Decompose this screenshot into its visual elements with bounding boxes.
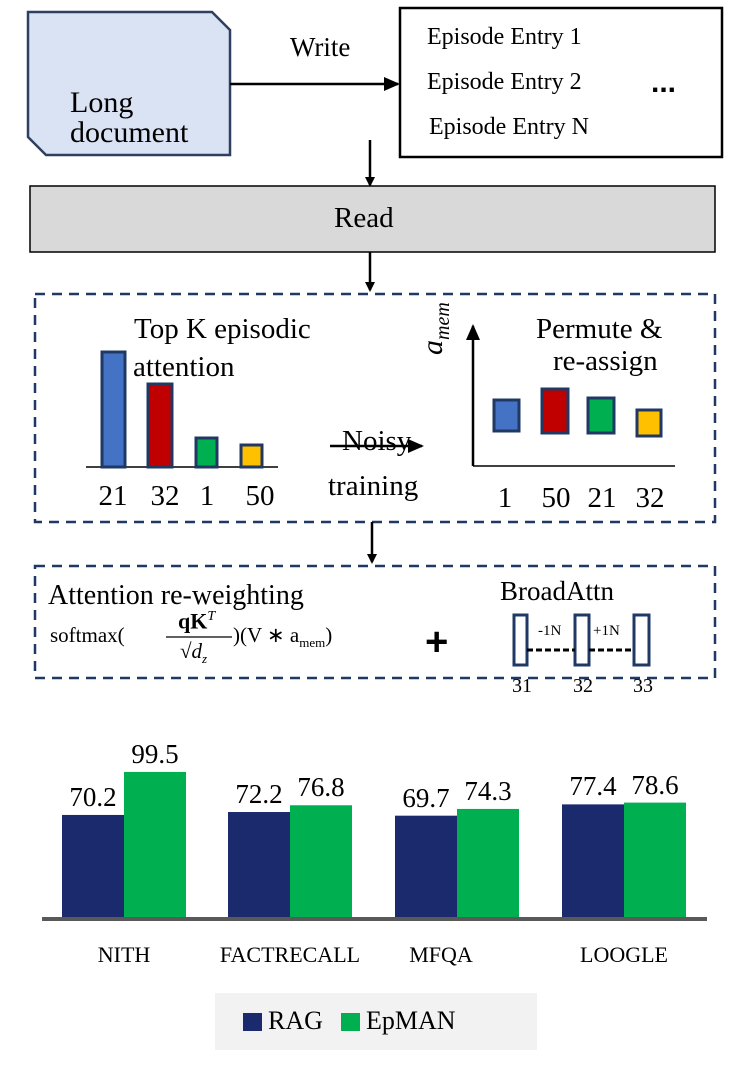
bar-50	[239, 443, 264, 469]
legend-box	[215, 993, 537, 1050]
right-id: 32	[635, 482, 665, 514]
value-label: 76.8	[297, 772, 345, 803]
bar-epman-factrecall	[290, 805, 352, 918]
value-label: 72.2	[235, 779, 283, 809]
token-31	[512, 613, 529, 667]
value-label: 77.4	[569, 771, 617, 802]
value-label: 69.7	[402, 782, 450, 813]
value-label: 70.2	[69, 781, 117, 812]
link-right-label: +1N	[593, 623, 620, 639]
value-label: 99.5	[131, 738, 179, 769]
left-id: 21	[98, 480, 128, 512]
category-label: LOOGLE	[580, 942, 668, 967]
token-33	[632, 613, 651, 667]
token-32	[573, 613, 591, 667]
category-label: MFQA	[409, 942, 473, 967]
position-label: 32	[573, 675, 593, 697]
right-title-2: re-assign	[553, 345, 658, 377]
episode-memory-box	[398, 6, 724, 159]
bar-21	[100, 350, 127, 469]
noisy-label: Noisy	[342, 425, 412, 457]
noisy-training-box	[33, 292, 717, 524]
read-box	[29, 185, 716, 253]
write-label: Write	[290, 32, 351, 62]
bar-r1	[492, 398, 521, 433]
bar-rag-factrecall	[228, 812, 290, 918]
value-label: 78.6	[631, 769, 679, 800]
long-document-shape	[26, 10, 232, 157]
right-id: 50	[541, 482, 571, 514]
episode-entry: Episode Entry N	[429, 114, 589, 140]
left-title-2: attention	[133, 351, 235, 383]
left-id: 1	[199, 480, 215, 512]
right-title-1: Permute &	[536, 313, 663, 345]
episode-entry: Episode Entry 2	[427, 69, 582, 95]
bar-32	[146, 382, 174, 469]
left-title-1: Top K episodic	[134, 313, 311, 345]
long-document-label: Long document	[70, 86, 189, 149]
left-id: 50	[245, 480, 275, 512]
ellipsis: ...	[651, 66, 677, 99]
bar-epman-nith	[124, 771, 186, 918]
bar-rag-loogle	[562, 804, 624, 918]
formula-denominator: √dz	[180, 639, 208, 667]
bar-epman-loogle	[624, 802, 686, 918]
legend-label-epman: EpMAN	[366, 1006, 456, 1035]
a-mem-axis-label: a_memamem	[416, 302, 454, 355]
legend-label-rag: RAG	[268, 1006, 323, 1035]
position-label: 31	[512, 675, 532, 697]
bar-r50	[540, 387, 570, 435]
position-label: 33	[633, 675, 653, 697]
value-label: 74.3	[464, 775, 512, 806]
bar-1	[194, 436, 219, 469]
training-label: training	[328, 470, 419, 502]
episode-entry: Episode Entry 1	[427, 24, 582, 50]
right-id: 21	[587, 482, 617, 514]
read-label: Read	[334, 202, 394, 234]
formula-suffix: )(V ∗ amem)	[233, 623, 333, 651]
plus-sign: +	[425, 620, 449, 664]
broadattn-title: BroadAttn	[500, 576, 614, 606]
right-id: 1	[497, 482, 513, 514]
bar-r21	[586, 396, 616, 435]
reweight-title: Attention re-weighting	[48, 580, 304, 611]
link-left-label: -1N	[538, 623, 562, 639]
legend-swatch-rag	[243, 1013, 262, 1031]
category-label: FACTRECALL	[219, 942, 361, 967]
chart-bars	[62, 771, 686, 918]
bar-rag-nith	[62, 814, 124, 918]
bar-rag-mfqa	[395, 815, 457, 918]
reweight-box	[33, 564, 717, 680]
bar-r32	[635, 408, 663, 438]
bar-epman-mfqa	[457, 808, 519, 918]
formula-numerator: qKT	[178, 608, 216, 634]
category-label: NITH	[97, 942, 151, 967]
legend-swatch-epman	[341, 1013, 360, 1031]
left-id: 32	[150, 480, 180, 512]
formula-prefix: softmax(	[50, 623, 125, 647]
